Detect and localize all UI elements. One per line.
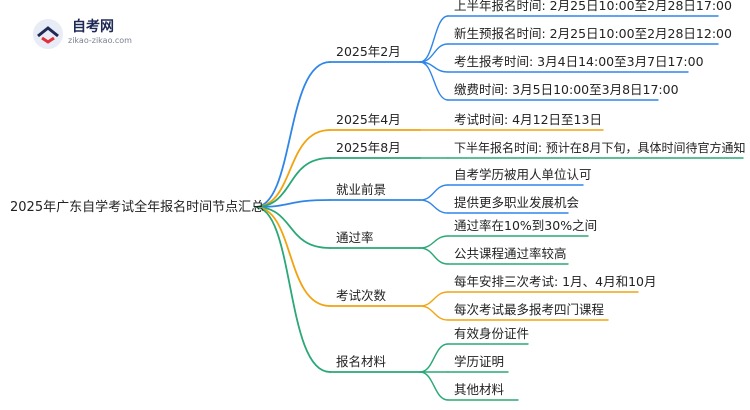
- logo: 自考网 zikao-zikao.com: [30, 16, 140, 52]
- logo-subtitle: zikao-zikao.com: [68, 36, 132, 45]
- leaf-connector: [419, 199, 449, 214]
- leaf-connector: [419, 371, 449, 401]
- leaf-label: 每年安排三次考试: 1月、4月和10月: [454, 274, 657, 289]
- branch-connector: [254, 157, 331, 208]
- leaf-connector: [419, 343, 449, 373]
- branch-connector: [254, 129, 331, 208]
- leaf-connector: [419, 291, 449, 307]
- leaf-label: 考试时间: 4月12日至13日: [454, 112, 602, 127]
- branch-label: 2025年4月: [336, 112, 401, 127]
- leaf-connector: [419, 247, 449, 265]
- leaf-label: 有效身份证件: [454, 326, 530, 341]
- leaf-label: 新生预报名时间: 2月25日10:00至2月28日12:00: [454, 26, 732, 41]
- logo-title: 自考网: [72, 19, 114, 35]
- branch-connector: [254, 206, 331, 307]
- leaf-label: 公共课程通过率较高: [454, 246, 567, 261]
- leaf-label: 缴费时间: 3月5日10:00至3月8日17:00: [454, 82, 679, 97]
- leaf-label: 其他材料: [454, 382, 505, 397]
- leaf-label: 上半年报名时间: 2月25日10:00至2月28日17:00: [454, 0, 732, 13]
- leaf-label: 每次考试最多报考四门课程: [454, 302, 605, 317]
- leaf-connector: [419, 43, 449, 63]
- logo-icon: [33, 19, 63, 49]
- leaf-label: 通过率在10%到30%之间: [454, 218, 598, 233]
- branch-connector: [254, 206, 331, 373]
- leaf-connector: [419, 184, 449, 201]
- branch-connector: [254, 206, 331, 249]
- leaf-label: 学历证明: [454, 354, 505, 369]
- leaf-label: 提供更多职业发展机会: [454, 195, 580, 210]
- branch-label: 2025年8月: [336, 140, 401, 155]
- leaf-connector: [419, 235, 449, 249]
- leaf-connector: [419, 61, 449, 101]
- branch-label: 通过率: [336, 230, 374, 245]
- branch-label: 2025年2月: [336, 44, 401, 59]
- branch-label: 报名材料: [336, 354, 387, 369]
- branch-label: 考试次数: [336, 288, 387, 303]
- branch-label: 就业前景: [336, 182, 387, 197]
- leaf-connector: [419, 15, 449, 63]
- leaf-label: 自考学历被用人单位认可: [454, 167, 592, 182]
- leaf-connector: [419, 305, 449, 321]
- branch-connector: [254, 61, 331, 208]
- branch-connector: [254, 199, 331, 208]
- root-node: 2025年广东自学考试全年报名时间节点汇总: [10, 200, 265, 215]
- leaf-label: 考生报考时间: 3月4日14:00至3月7日17:00: [454, 54, 704, 69]
- leaf-label: 下半年报名时间: 预计在8月下旬，具体时间待官方通知: [454, 141, 746, 155]
